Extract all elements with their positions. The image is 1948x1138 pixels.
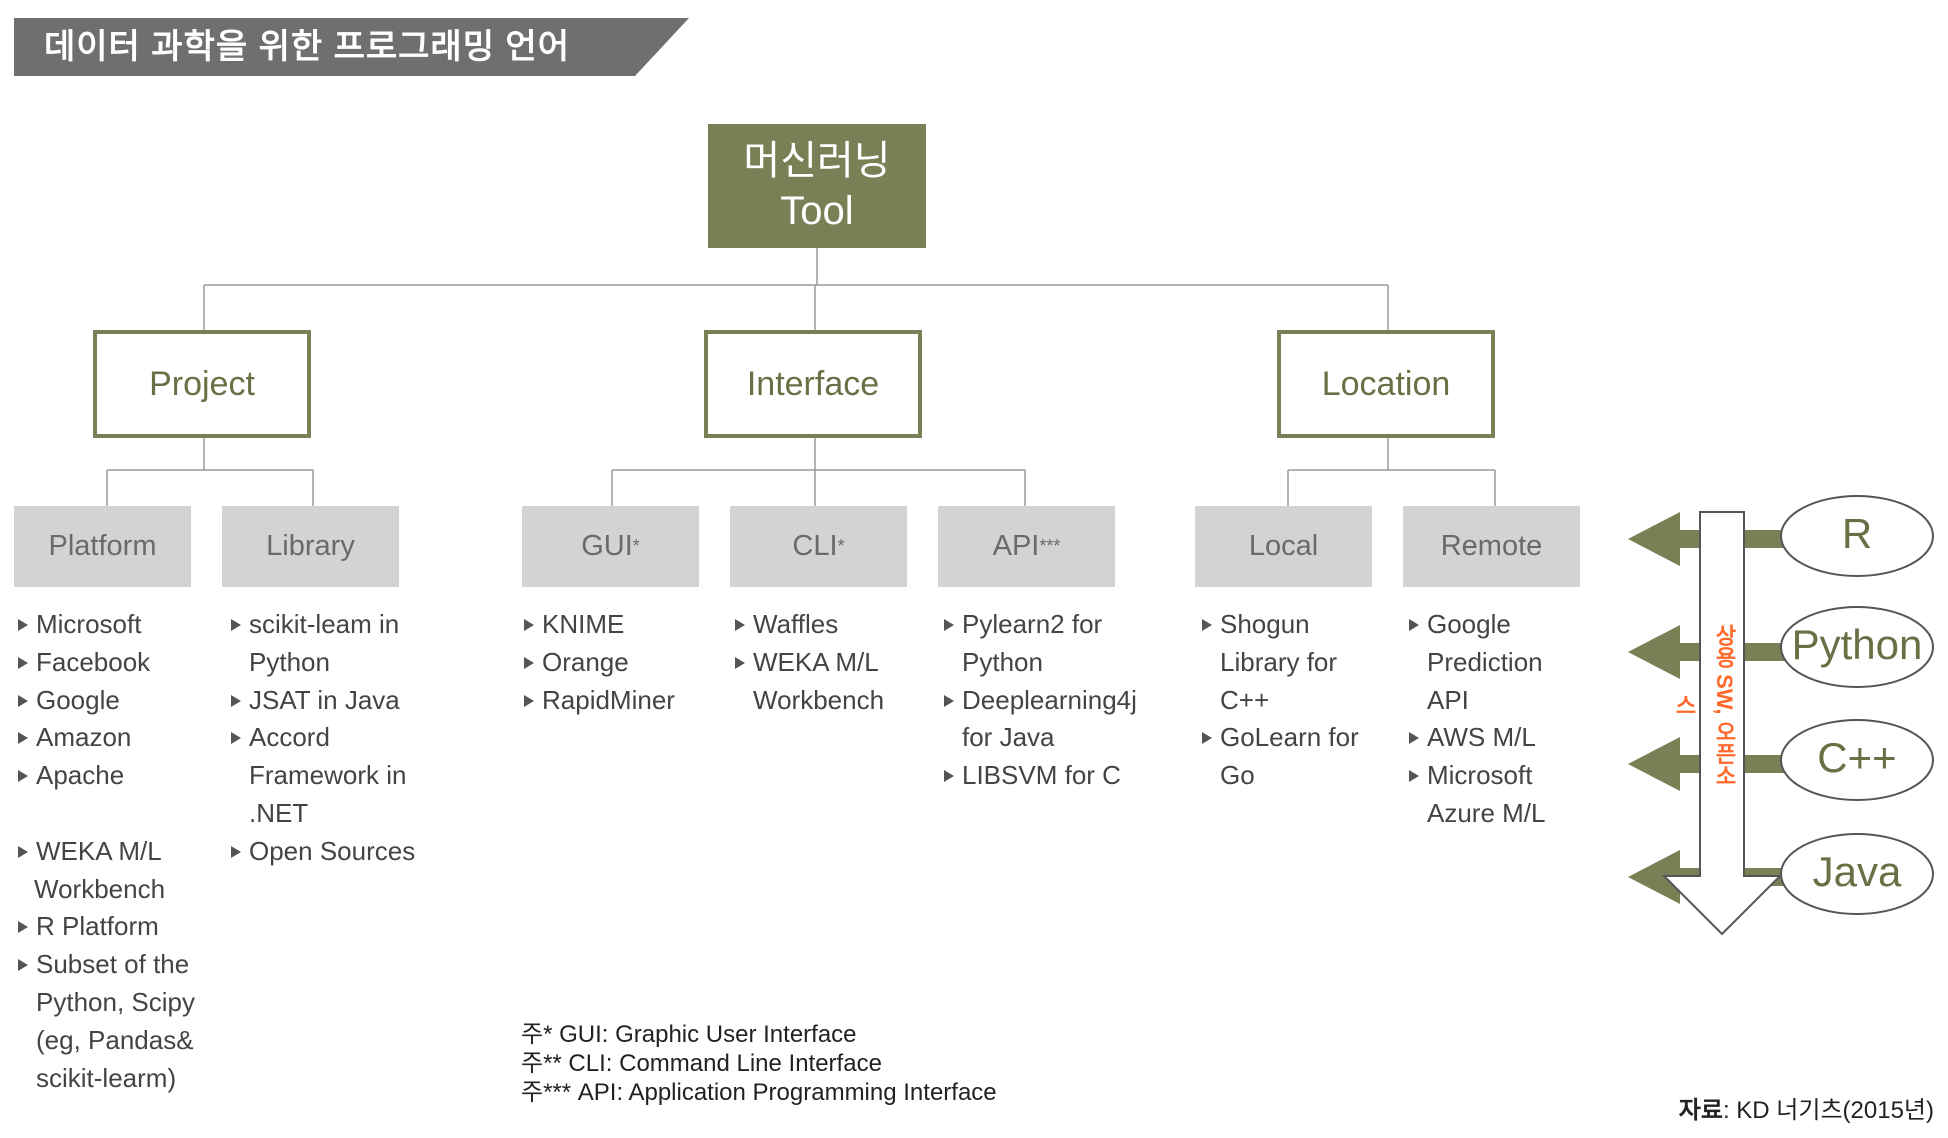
- sub-local-label: Local: [1248, 530, 1319, 562]
- source-credit: 자료: KD 너기츠(2015년): [1679, 1090, 1934, 1125]
- list-library: scikit-leam in Python JSAT in Java Accor…: [229, 606, 415, 871]
- category-project-label: Project: [149, 364, 255, 403]
- list-item-cont: Azure M/L: [1427, 797, 1546, 828]
- down-arrow: [1661, 511, 1783, 936]
- sub-gui-label: GUI: [581, 530, 633, 562]
- category-interface: Interface: [704, 330, 922, 438]
- list-item-cont: API: [1427, 684, 1469, 715]
- sub-cli-label: CLI: [792, 530, 838, 562]
- root-node: 머신러닝 Tool: [708, 124, 926, 248]
- commercial-opensource-label: 상용 SW, 오픈소스: [1672, 623, 1737, 787]
- list-item: Subset of the: [16, 946, 195, 984]
- category-project: Project: [93, 330, 311, 438]
- list-item-cont: (eg, Pandas&: [36, 1024, 194, 1055]
- list-item: Orange: [522, 644, 675, 682]
- lang-cpp: C++: [1817, 734, 1897, 781]
- sub-remote-label: Remote: [1440, 530, 1543, 562]
- list-item: WEKA M/L: [16, 833, 195, 871]
- list-item: Deeplearning4j: [942, 682, 1137, 720]
- list-gui: KNIME Orange RapidMiner: [522, 606, 675, 719]
- list-item-cont: .NET: [249, 797, 309, 828]
- sub-library-label: Library: [266, 530, 355, 562]
- list-item: Pylearn2 for: [942, 606, 1137, 644]
- header-banner: [14, 18, 689, 76]
- category-location: Location: [1277, 330, 1495, 438]
- list-item: Accord: [229, 719, 415, 757]
- sub-api-mark: ***: [1039, 536, 1061, 556]
- list-item: Amazon: [16, 719, 195, 757]
- ellipse-cpp: [1780, 719, 1934, 801]
- sub-cli-mark: *: [837, 536, 845, 556]
- list-item: Apache: [16, 757, 195, 795]
- sub-local: Local: [1195, 506, 1372, 587]
- source-text: : KD 너기츠(2015년): [1722, 1097, 1934, 1124]
- lang-python: Python: [1791, 621, 1923, 668]
- category-location-label: Location: [1321, 364, 1451, 403]
- sub-api-label: API: [992, 530, 1040, 562]
- root-line1: 머신러닝: [743, 139, 891, 183]
- list-item-cont: Prediction: [1427, 646, 1543, 677]
- list-item-cont: Go: [1220, 760, 1255, 791]
- list-local: Shogun Library for C++ GoLearn for Go: [1200, 606, 1359, 795]
- list-item: R Platform: [16, 908, 195, 946]
- list-remote: Google Prediction API AWS M/L Microsoft …: [1407, 606, 1546, 833]
- list-item-cont: Python: [249, 646, 330, 677]
- list-item: KNIME: [522, 606, 675, 644]
- lang-java: Java: [1812, 848, 1902, 895]
- list-item: AWS M/L: [1407, 719, 1546, 757]
- list-item: Waffles: [733, 606, 884, 644]
- category-interface-label: Interface: [746, 364, 880, 403]
- sub-platform-label: Platform: [48, 530, 157, 562]
- list-item-cont: Python: [962, 646, 1043, 677]
- list-item-cont: Workbench: [34, 873, 166, 904]
- footnote-gui: 주* GUI: Graphic User Interface: [521, 1021, 857, 1048]
- sub-library: Library: [222, 506, 399, 587]
- list-item: scikit-leam in: [229, 606, 415, 644]
- list-item: RapidMiner: [522, 682, 675, 720]
- list-api: Pylearn2 for Python Deeplearning4j for J…: [942, 606, 1137, 795]
- list-item-cont: for Java: [962, 722, 1055, 753]
- root-line2: Tool: [780, 189, 854, 233]
- list-item: WEKA M/L: [733, 644, 884, 682]
- list-item: Facebook: [16, 644, 195, 682]
- list-item: JSAT in Java: [229, 682, 415, 720]
- list-item-cont: Workbench: [753, 684, 885, 715]
- list-item-cont: C++: [1220, 684, 1270, 715]
- list-item: Google: [16, 682, 195, 720]
- footnote-api: 주*** API: Application Programming Interf…: [521, 1079, 997, 1106]
- sub-platform: Platform: [14, 506, 191, 587]
- list-platform: Microsoft Facebook Google Amazon Apache …: [16, 606, 195, 1097]
- list-item: LIBSVM for C: [942, 757, 1137, 795]
- list-item: Microsoft: [1407, 757, 1546, 795]
- sub-remote: Remote: [1403, 506, 1580, 587]
- footnotes: 주* GUI: Graphic User Interface 주** CLI: …: [521, 1020, 997, 1107]
- list-item: Open Sources: [229, 833, 415, 871]
- list-item-cont: Python, Scipy: [36, 986, 195, 1017]
- ellipse-java: [1780, 833, 1934, 915]
- list-item-cont: Framework in: [249, 760, 407, 791]
- sub-api: API***: [938, 506, 1115, 587]
- sub-cli: CLI*: [730, 506, 907, 587]
- sub-gui-mark: *: [632, 536, 640, 556]
- sub-gui: GUI*: [522, 506, 699, 587]
- list-item: Shogun: [1200, 606, 1359, 644]
- source-label: 자료: [1678, 1097, 1723, 1124]
- list-item-cont: Library for: [1220, 646, 1338, 677]
- page-title: 데이터 과학을 위한 프로그래밍 언어: [44, 28, 570, 66]
- list-item: Google: [1407, 606, 1546, 644]
- lang-r: R: [1841, 510, 1873, 557]
- list-item: GoLearn for: [1200, 719, 1359, 757]
- footnote-cli: 주** CLI: Command Line Interface: [521, 1050, 882, 1077]
- list-item: Microsoft: [16, 606, 195, 644]
- ellipse-r: [1780, 495, 1934, 577]
- list-cli: Waffles WEKA M/L Workbench: [733, 606, 884, 719]
- list-item-cont: scikit-learm): [36, 1062, 177, 1093]
- ellipse-python: [1780, 606, 1934, 688]
